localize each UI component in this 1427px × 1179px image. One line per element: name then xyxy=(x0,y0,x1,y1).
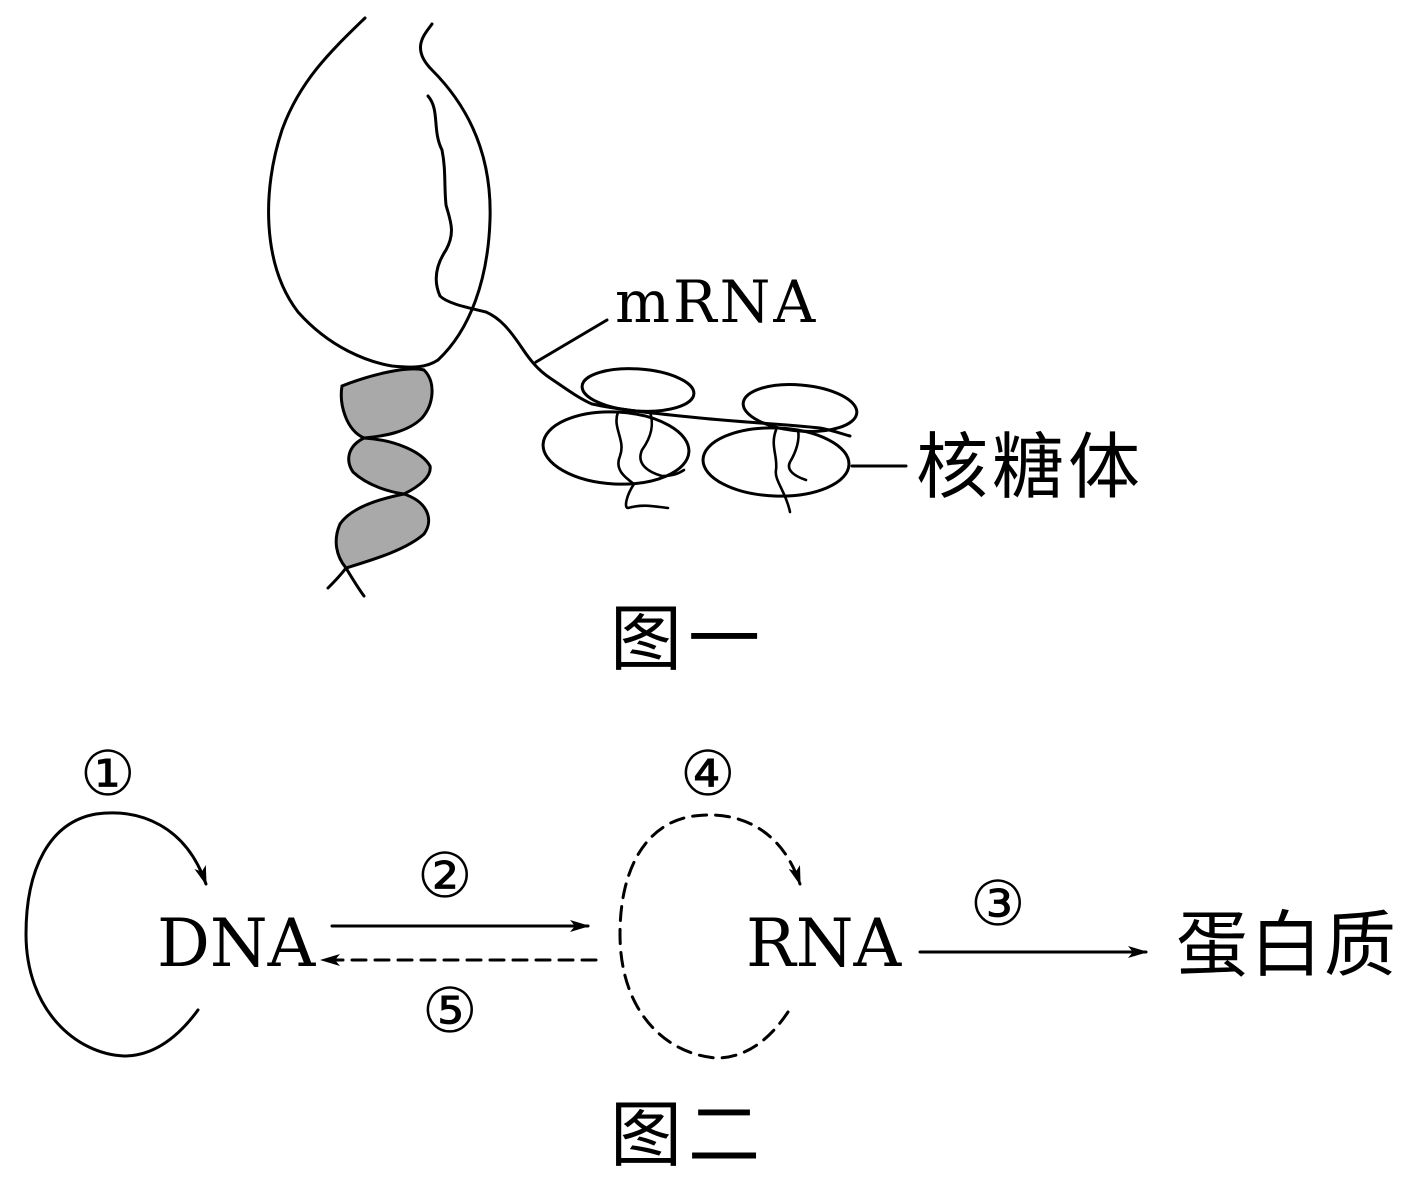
dna-strand-loop xyxy=(267,16,492,369)
ribosome-2-large-subunit xyxy=(701,426,851,498)
ribosome-2 xyxy=(701,383,859,514)
node-rna: RNA xyxy=(746,905,902,982)
helix-strand-tail-right xyxy=(344,566,366,598)
process-3-marker: ③ xyxy=(970,867,1026,940)
helix-lobe-bottom xyxy=(334,492,430,570)
ribosome-label: 核糖体 xyxy=(916,425,1144,509)
helix-strand-tail-left xyxy=(326,566,348,590)
ribosome-2-polypeptide-branch xyxy=(787,428,808,482)
figure-1: mRNA 核糖体 图一 xyxy=(267,16,1144,681)
figure-1-caption: 图一 xyxy=(610,597,766,681)
figure-2: ① DNA ② ⑤ ④ RNA ③ 蛋白质 图二 xyxy=(24,737,1398,1177)
figure-2-caption: 图二 xyxy=(610,1093,766,1177)
process-4-rna-replication-arrow xyxy=(618,813,802,1060)
ribosome-1-polypeptide-branch xyxy=(639,410,686,478)
process-2-marker: ② xyxy=(417,839,473,912)
mrna-label: mRNA xyxy=(615,268,818,336)
helix-lobe-top xyxy=(339,367,434,440)
ribosome-1-polypeptide xyxy=(615,410,670,510)
node-dna: DNA xyxy=(157,905,317,982)
template-strand xyxy=(426,94,594,406)
node-protein: 蛋白质 xyxy=(1176,903,1398,987)
process-1-replication-arrow xyxy=(24,811,208,1058)
process-4-marker: ④ xyxy=(680,737,736,810)
ribosome-1-small-subunit xyxy=(580,367,696,413)
ribosome-1 xyxy=(541,367,696,510)
ribosome-2-polypeptide xyxy=(772,428,792,514)
helix-lobe-middle xyxy=(347,436,432,496)
process-1-marker: ① xyxy=(80,737,136,810)
mrna-leader-line xyxy=(534,318,609,364)
process-5-marker: ⑤ xyxy=(422,974,478,1047)
dna-double-helix xyxy=(326,367,434,598)
